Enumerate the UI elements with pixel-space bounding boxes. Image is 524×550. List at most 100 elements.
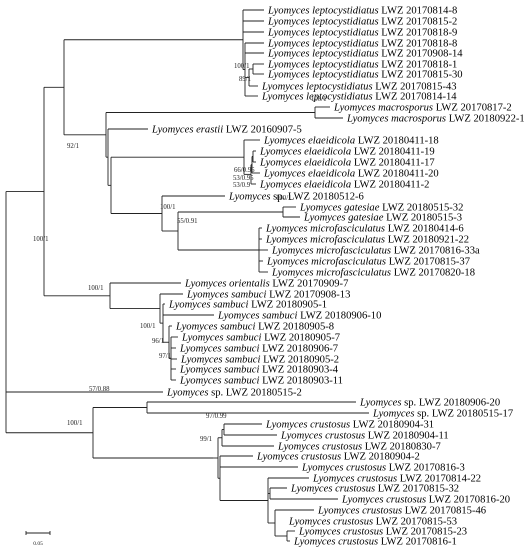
taxon-label: Lyomyces macrosporus LWZ 20170817-2 [333, 103, 512, 114]
taxon-label: Lyomyces crustosus LWZ 20170816-20 [341, 495, 510, 506]
taxon-epithet: sp. [273, 192, 288, 203]
taxon-label: Lyomyces microfasciculatus LWZ 20170815-… [266, 257, 470, 268]
taxon-voucher: LWZ 20180411-19 [354, 147, 435, 158]
taxon-epithet: crustosus [386, 495, 429, 506]
taxon-epithet: leptocystidiatus [312, 28, 381, 39]
taxon-epithet: elaeidicola [304, 180, 354, 191]
support-value: 89/1 [239, 76, 251, 83]
taxon-epithet: crustosus [335, 484, 378, 495]
support-value: 100/1 [140, 323, 155, 330]
taxon-genus: Lyomyces [267, 60, 312, 71]
taxon-label: Lyomyces microfasciculatus LWZ 20170820-… [271, 268, 475, 279]
taxon-genus: Lyomyces [298, 527, 343, 538]
taxon-label: Lyomyces crustosus LWZ 20170816-1 [293, 537, 457, 548]
taxon-epithet: crustosus [325, 431, 368, 442]
taxon-label: Lyomyces sambuci LWZ 20180903-4 [179, 365, 339, 376]
taxon-epithet: orientalis [229, 279, 272, 290]
taxon-voucher: LWZ 20180906-20 [419, 398, 500, 409]
taxon-voucher: LWZ 20170817-2 [436, 103, 512, 114]
taxon-genus: Lyomyces [179, 344, 224, 355]
taxon-voucher: LWZ 20170820-18 [394, 268, 475, 279]
taxon-label: Lyomyces crustosus LWZ 20170816-3 [301, 463, 465, 474]
taxon-epithet: leptocystidiatus [312, 39, 381, 50]
taxon-voucher: LWZ 20180830-7 [365, 442, 441, 453]
taxon-voucher: LWZ 20170816-3 [389, 463, 465, 474]
taxon-genus: Lyomyces [271, 246, 316, 257]
taxon-epithet: microfasciculatus [316, 268, 394, 279]
taxon-genus: Lyomyces [303, 213, 348, 224]
taxon-label: Lyomyces gatesiae LWZ 20180515-32 [299, 203, 463, 214]
taxon-epithet: microfasciculatus [316, 246, 394, 257]
taxon-voucher: LWZ 20180411-17 [354, 158, 435, 169]
taxon-voucher: LWZ 20180515-2 [226, 388, 302, 399]
support-value: 100/1 [88, 285, 103, 292]
taxon-voucher: LWZ 20180922-1 [449, 114, 524, 125]
taxon-genus: Lyomyces [259, 147, 304, 158]
taxon-genus: Lyomyces [265, 224, 310, 235]
taxon-voucher: LWZ 20170909-7 [272, 279, 348, 290]
taxon-label: Lyomyces leptocystidiatus LWZ 20170814-1… [261, 92, 457, 103]
taxon-label: Lyomyces leptocystidiatus LWZ 20170815-3… [267, 70, 463, 81]
taxon-genus: Lyomyces [359, 398, 404, 409]
taxon-label: Lyomyces leptocystidiatus LWZ 20170814-8 [267, 6, 457, 17]
taxon-label: Lyomyces crustosus LWZ 20180904-11 [280, 431, 449, 442]
taxon-label: Lyomyces leptocystidiatus LWZ 20170818-8 [267, 39, 457, 50]
taxon-epithet: leptocystidiatus [312, 70, 381, 81]
taxon-label: Lyomyces leptocystidiatus LWZ 20170908-1… [267, 49, 463, 60]
taxon-epithet: sp. [417, 409, 432, 420]
taxon-voucher: LWZ 20170815-23 [386, 527, 467, 538]
taxon-label: Lyomyces sambuci LWZ 20180905-2 [180, 355, 339, 366]
taxon-genus: Lyomyces [263, 169, 308, 180]
taxon-genus: Lyomyces [259, 158, 304, 169]
taxon-epithet: crustosus [357, 474, 400, 485]
tree-branches [5, 9, 369, 542]
taxon-genus: Lyomyces [290, 484, 335, 495]
taxon-voucher: LWZ 20170815-32 [378, 484, 459, 495]
taxon-epithet: elaeidicola [308, 169, 358, 180]
taxon-voucher: LWZ 20170815-2 [381, 17, 457, 28]
taxon-genus: Lyomyces [299, 203, 344, 214]
scale-bar-label: 0.05 [33, 541, 43, 547]
taxon-genus: Lyomyces [217, 311, 262, 322]
taxon-voucher: LWZ 20170815-43 [375, 82, 456, 93]
taxon-genus: Lyomyces [261, 92, 306, 103]
taxon-label: Lyomyces crustosus LWZ 20170815-32 [290, 484, 459, 495]
taxon-voucher: LWZ 20180515-3 [386, 213, 462, 224]
taxon-epithet: sambuci [225, 355, 263, 366]
taxon-genus: Lyomyces [317, 506, 362, 517]
taxon-voucher: LWZ 20180904-11 [368, 431, 449, 442]
taxon-epithet: macrosporus [391, 114, 449, 125]
taxon-label: Lyomyces crustosus LWZ 20170815-23 [298, 527, 467, 538]
taxon-label: Lyomyces leptocystidiatus LWZ 20170815-2 [267, 17, 457, 28]
taxon-epithet: elaeidicola [304, 158, 354, 169]
taxon-genus: Lyomyces [280, 431, 325, 442]
taxon-genus: Lyomyces [180, 355, 225, 366]
taxon-label: Lyomyces elaeidicola LWZ 20180411-20 [263, 169, 439, 180]
taxon-genus: Lyomyces [166, 388, 211, 399]
taxon-label: Lyomyces crustosus LWZ 20170815-53 [288, 517, 457, 528]
taxon-label: Lyomyces elaeidicola LWZ 20180411-2 [259, 180, 429, 191]
taxon-voucher: LWZ 20180411-2 [354, 180, 430, 191]
taxon-voucher: LWZ 20170815-53 [376, 517, 457, 528]
taxon-label: Lyomyces crustosus LWZ 20180830-7 [277, 442, 441, 453]
support-value: 100/1 [160, 204, 175, 211]
taxon-genus: Lyomyces [288, 517, 333, 528]
taxon-epithet: crustosus [338, 537, 381, 548]
taxon-genus: Lyomyces [265, 420, 310, 431]
taxon-voucher: LWZ 20160907-5 [226, 125, 302, 136]
taxon-label: Lyomyces crustosus LWZ 20180904-31 [265, 420, 434, 431]
taxon-voucher: LWZ 20170816-20 [429, 495, 510, 506]
support-value: 66/0.96 [234, 167, 255, 174]
taxon-label: Lyomyces crustosus LWZ 20170814-22 [312, 474, 481, 485]
taxon-epithet: crustosus [301, 452, 344, 463]
taxon-genus: Lyomyces [261, 82, 306, 93]
taxon-voucher: LWZ 20180906-10 [300, 311, 381, 322]
taxon-label: Lyomyces orientalis LWZ 20170909-7 [184, 279, 348, 290]
taxon-voucher: LWZ 20170814-8 [381, 6, 457, 17]
taxon-label: Lyomyces macrosporus LWZ 20180922-1 [346, 114, 524, 125]
taxon-epithet: erastii [196, 125, 226, 136]
taxon-voucher: LWZ 20180906-7 [262, 344, 338, 355]
taxon-epithet: sambuci [213, 300, 251, 311]
taxon-voucher: LWZ 20180905-7 [264, 333, 340, 344]
